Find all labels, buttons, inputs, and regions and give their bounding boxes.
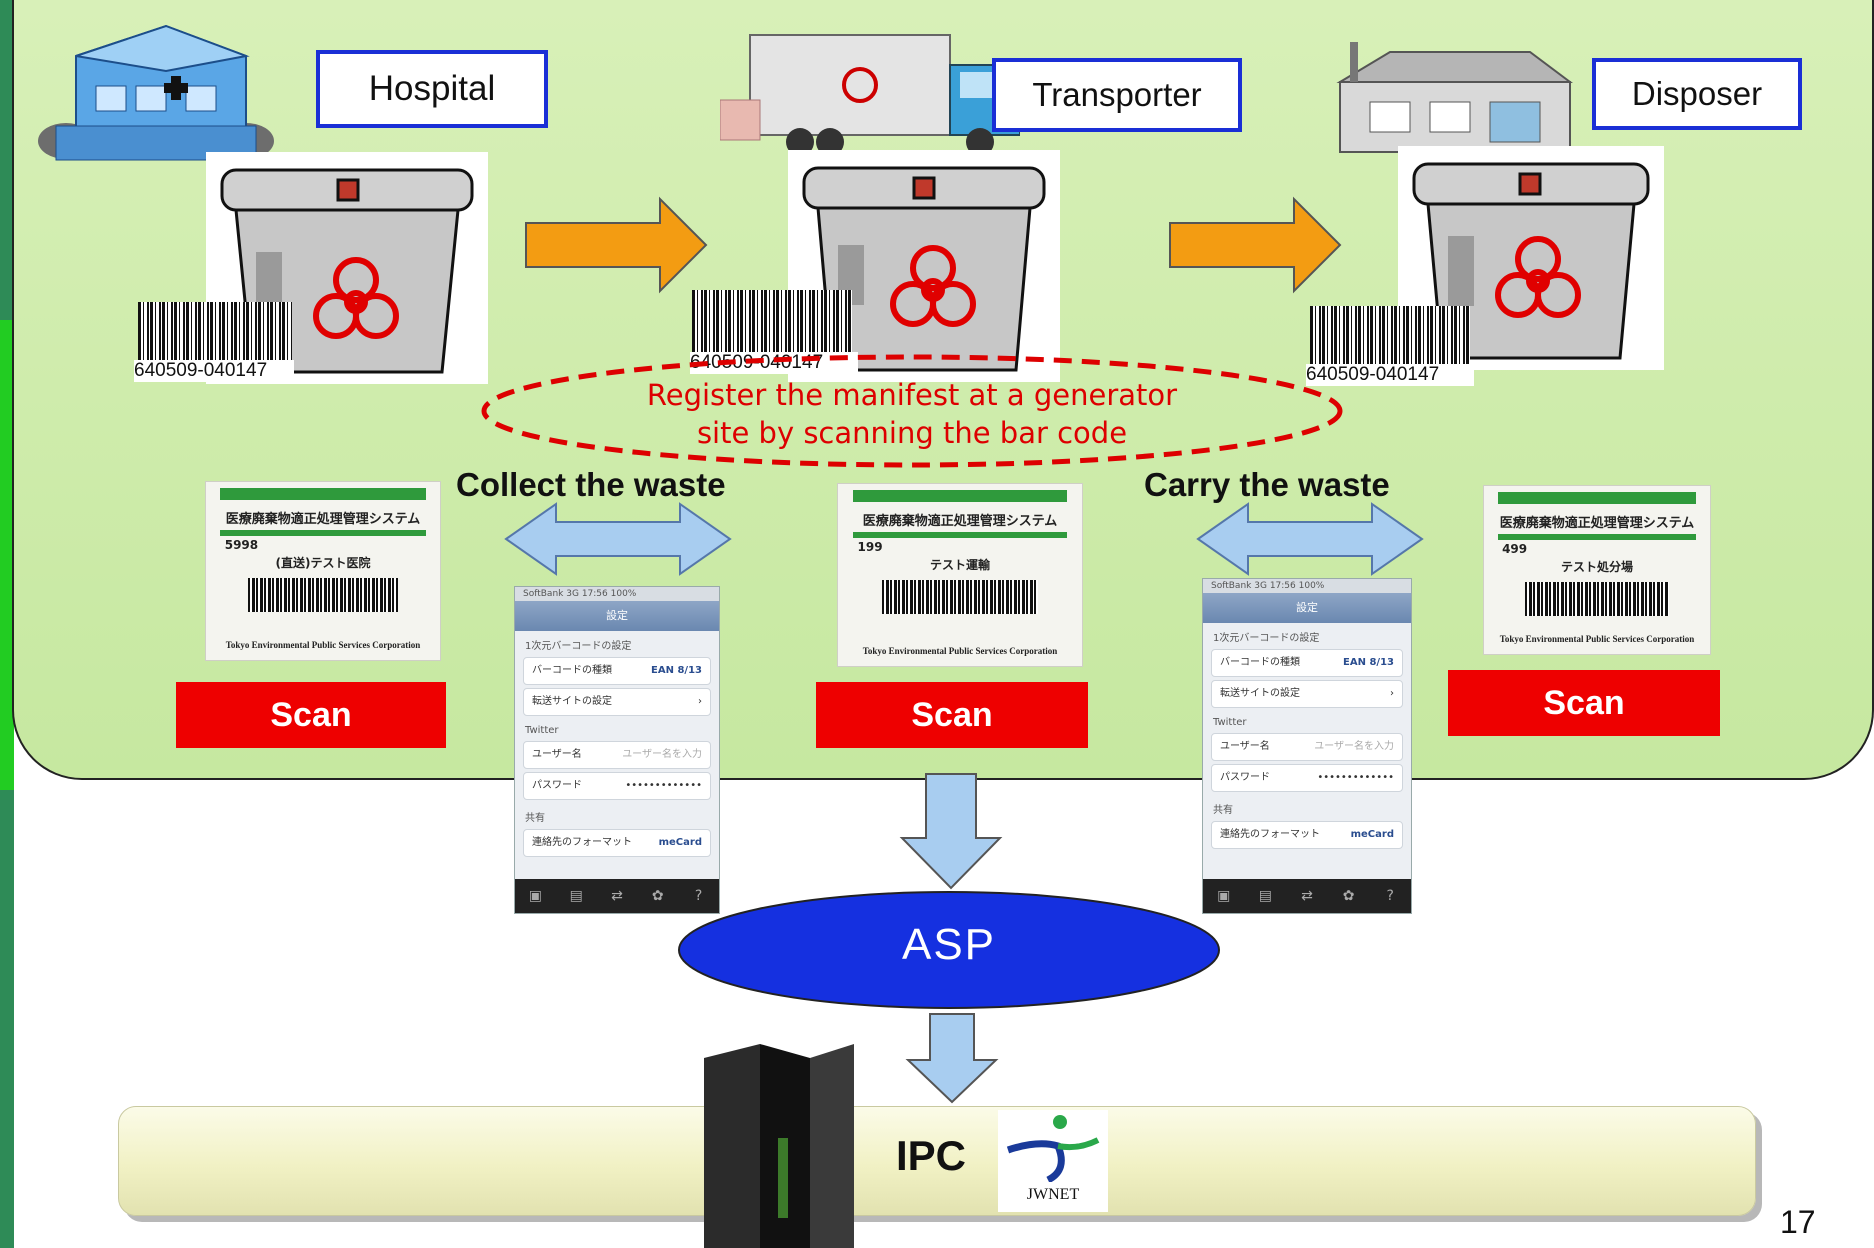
manifest-note-text: Register the manifest at a generator sit… xyxy=(560,376,1264,452)
transporter-label: Transporter xyxy=(992,58,1242,132)
card-barcode xyxy=(248,578,398,612)
card-name: (直送)テスト医院 xyxy=(275,556,371,570)
card-corporation: Tokyo Environmental Public Services Corp… xyxy=(1499,634,1695,644)
card-title: 医療廃棄物適正処理管理システム xyxy=(1499,516,1695,531)
barcode-transporter xyxy=(692,290,852,352)
row-password[interactable]: パスワード••••••••••••• xyxy=(1211,764,1403,792)
card-corporation: Tokyo Environmental Public Services Corp… xyxy=(225,640,421,650)
disposer-label: Disposer xyxy=(1592,58,1802,130)
asp-label: ASP xyxy=(901,920,997,969)
section-share: 共有 xyxy=(525,813,545,824)
row-transfer-site[interactable]: 転送サイトの設定› xyxy=(1211,680,1403,708)
arrow-right-icon xyxy=(525,196,708,294)
double-arrow-icon xyxy=(1196,502,1424,576)
nav-title: 設定 xyxy=(515,601,719,631)
row-username[interactable]: ユーザー名ユーザー名を入力 xyxy=(1211,733,1403,761)
page-number: 17 xyxy=(1780,1204,1816,1240)
server-tower-icon xyxy=(704,1044,854,1248)
status-carrier: SoftBank 3G xyxy=(523,589,579,599)
asp-ellipse xyxy=(678,891,1220,1009)
card-title: 医療廃棄物適正処理管理システム xyxy=(225,512,421,527)
hospital-building-icon xyxy=(38,24,274,161)
id-card-disposer: 医療廃棄物適正処理管理システム 499 テスト処分場 Tokyo Environ… xyxy=(1484,486,1710,654)
hospital-label: Hospital xyxy=(316,50,548,128)
row-password[interactable]: パスワード••••••••••••• xyxy=(523,772,711,800)
card-number: 499 xyxy=(1502,542,1528,556)
scan-button-transporter[interactable]: Scan xyxy=(816,682,1088,748)
slide-side-strip xyxy=(0,0,14,1248)
jwnet-logo: JWNET xyxy=(998,1110,1108,1212)
card-title: 医療廃棄物適正処理管理システム xyxy=(862,514,1058,529)
arrow-down-icon xyxy=(905,1013,999,1104)
scan-button-hospital[interactable]: Scan xyxy=(176,682,446,748)
card-number: 199 xyxy=(857,540,883,554)
barcode-disposer xyxy=(1310,306,1470,368)
card-name: テスト処分場 xyxy=(1560,560,1633,574)
barcode-number-hospital: 640509-040147 xyxy=(134,360,294,382)
status-battery: 100% xyxy=(610,589,637,599)
nav-title: 設定 xyxy=(1203,593,1411,623)
phone-settings-screen-right: SoftBank 3G 17:56 100% 設定 1次元バーコードの設定 バー… xyxy=(1202,578,1412,914)
manifest-note-ellipse xyxy=(481,354,1343,468)
section-barcode: 1次元バーコードの設定 xyxy=(1213,633,1320,644)
transport-truck-icon xyxy=(720,34,1020,156)
status-carrier: SoftBank 3G xyxy=(1211,581,1267,591)
section-twitter: Twitter xyxy=(1213,717,1247,728)
carry-waste-label: Carry the waste xyxy=(1144,466,1390,503)
arrow-down-icon xyxy=(899,773,1003,890)
barcode-hospital xyxy=(138,302,292,362)
jwnet-logo-text: JWNET xyxy=(1026,1186,1080,1203)
card-number: 5998 xyxy=(224,538,259,552)
status-time: 17:56 xyxy=(1269,581,1296,591)
disposal-facility-icon xyxy=(1336,42,1573,153)
arrow-right-icon xyxy=(1169,196,1342,294)
section-share: 共有 xyxy=(1213,805,1233,816)
scan-button-disposer[interactable]: Scan xyxy=(1448,670,1720,736)
id-card-transporter: 医療廃棄物適正処理管理システム 199 テスト運輸 Tokyo Environm… xyxy=(838,484,1082,666)
section-twitter: Twitter xyxy=(525,725,559,736)
status-battery: 100% xyxy=(1298,581,1325,591)
card-barcode xyxy=(881,580,1039,614)
double-arrow-icon xyxy=(504,502,732,576)
phone-settings-screen-left: SoftBank 3G 17:56 100% 設定 1次元バーコードの設定 バー… xyxy=(514,586,720,914)
phone-tab-bar: ▣▤⇄✿? xyxy=(1203,879,1411,913)
card-corporation: Tokyo Environmental Public Services Corp… xyxy=(862,646,1058,656)
barcode-number-disposer: 640509-040147 xyxy=(1306,364,1474,386)
jwnet-mark-icon xyxy=(1006,1115,1100,1184)
card-barcode xyxy=(1524,582,1670,616)
collect-waste-label: Collect the waste xyxy=(456,466,726,503)
manifest-note-line-2: site by scanning the bar code xyxy=(696,416,1128,450)
status-time: 17:56 xyxy=(581,589,608,599)
phone-tab-bar: ▣▤⇄✿? xyxy=(515,879,719,913)
card-name: テスト運輸 xyxy=(929,558,990,572)
manifest-note-line-1: Register the manifest at a generator xyxy=(646,378,1178,412)
section-barcode: 1次元バーコードの設定 xyxy=(525,641,632,652)
row-username[interactable]: ユーザー名ユーザー名を入力 xyxy=(523,741,711,769)
id-card-hospital: 医療廃棄物適正処理管理システム 5998 (直送)テスト医院 Tokyo Env… xyxy=(206,482,440,660)
ipc-bar xyxy=(118,1106,1756,1216)
row-transfer-site[interactable]: 転送サイトの設定› xyxy=(523,688,711,716)
ipc-label: IPC xyxy=(896,1132,967,1179)
